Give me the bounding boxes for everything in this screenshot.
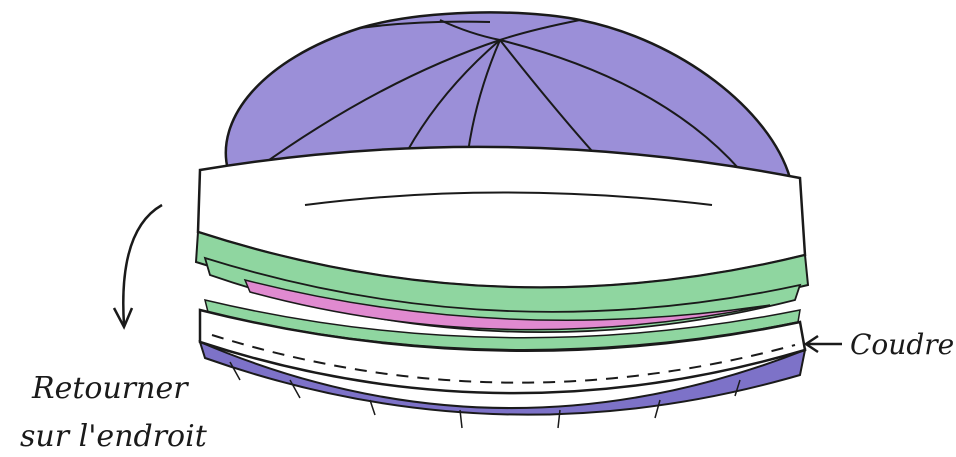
sew-arrow: [806, 336, 842, 352]
label-turn-over-line2: sur l'endroit: [20, 419, 208, 454]
turn-over-arrow: [114, 205, 162, 327]
label-turn-over-line1: Retourner: [31, 371, 189, 406]
label-sew: Coudre: [850, 328, 954, 361]
